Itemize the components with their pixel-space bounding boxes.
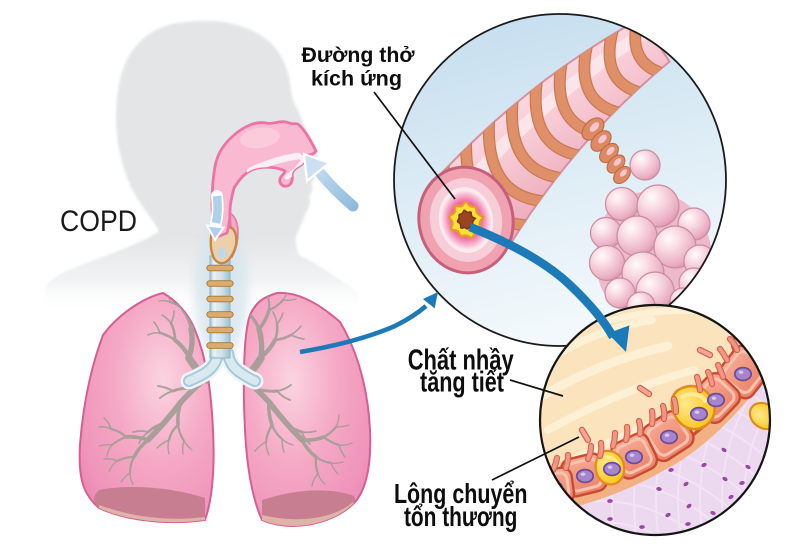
svg-text:tổn thương: tổn thương [404, 501, 518, 532]
svg-text:Lông chuyển: Lông chuyển [394, 478, 528, 509]
svg-text:Chất nhầy: Chất nhầy [408, 345, 514, 377]
svg-text:kích ứng: kích ứng [311, 67, 402, 91]
svg-text:COPD: COPD [60, 205, 137, 238]
svg-text:Đường thở: Đường thở [302, 43, 416, 67]
svg-text:tăng tiết: tăng tiết [420, 367, 504, 399]
